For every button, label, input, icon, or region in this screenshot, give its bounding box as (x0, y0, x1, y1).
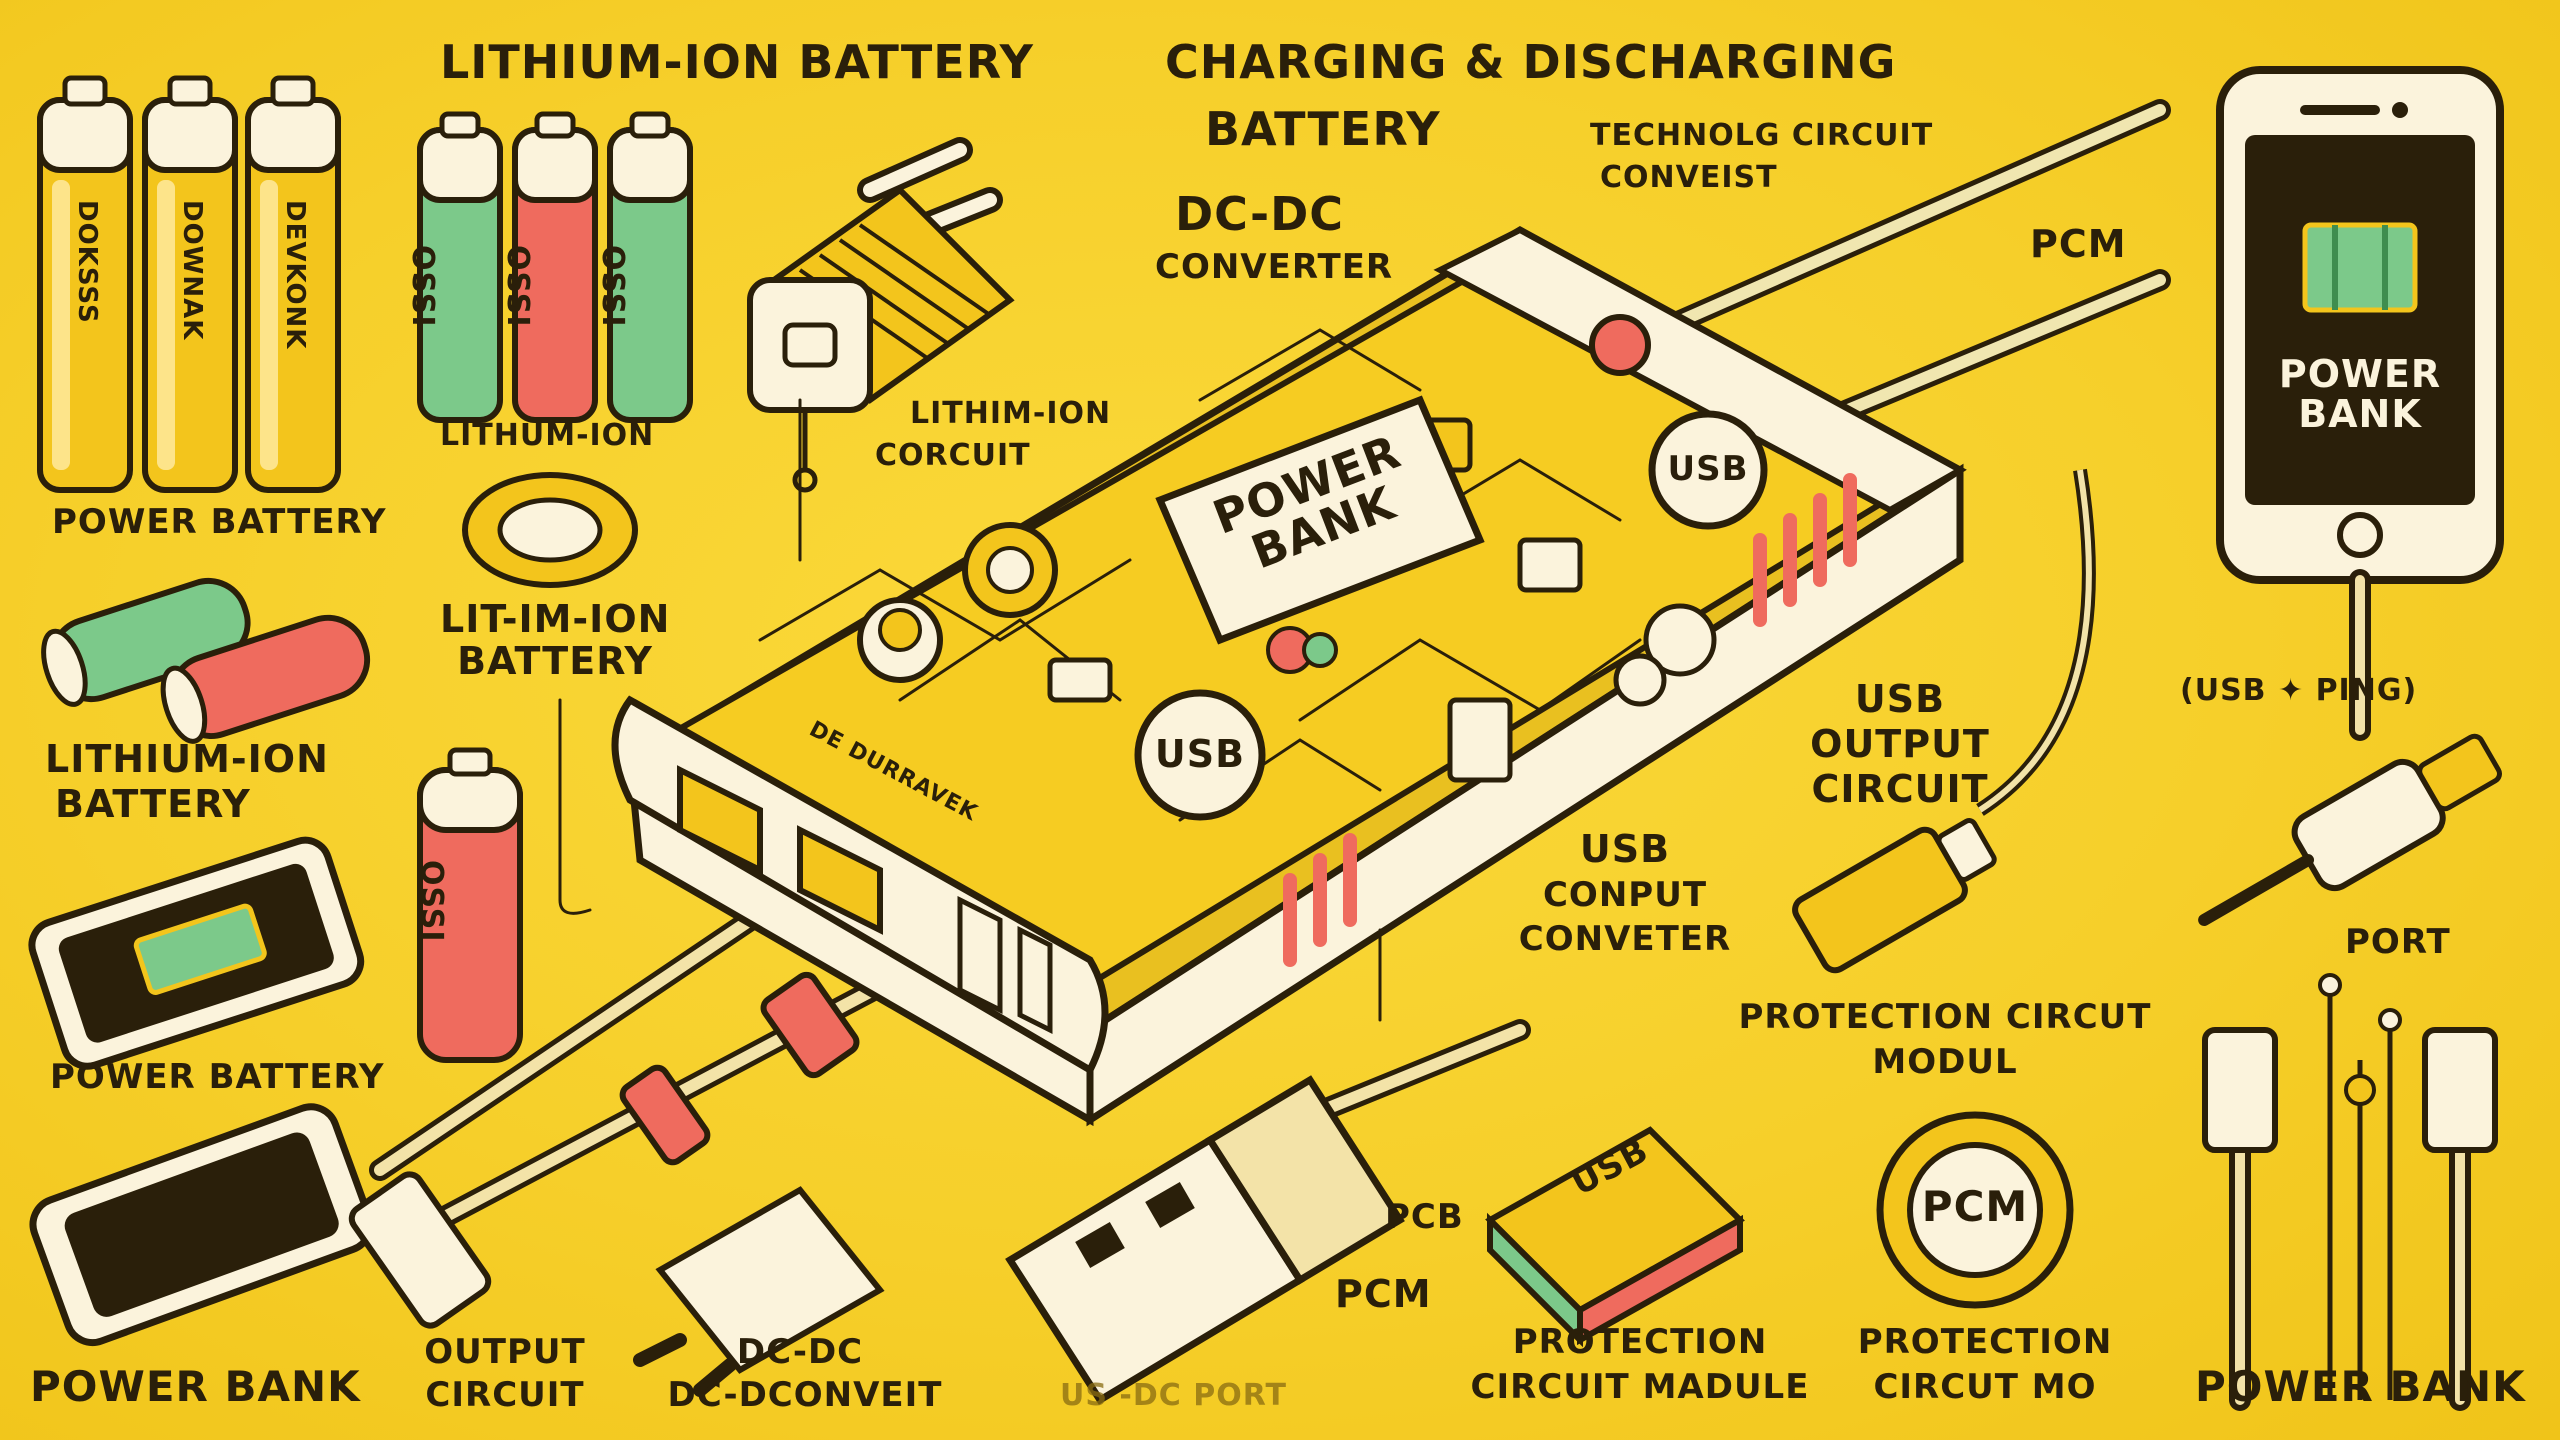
bottom-cable-plug (348, 971, 860, 1329)
label-pcm-bottom: PCM (1335, 1272, 1432, 1316)
label-output-mid: OUTPUT (1810, 722, 1990, 766)
yellow-battery-print-1: DOKSSS (72, 200, 102, 324)
label-protection-circut: PROTECTION CIRCUT (1738, 997, 2152, 1037)
phone-screen-line2: BANK (2298, 391, 2422, 436)
leader-lines (558, 398, 1382, 1022)
label-lithim-ion: LITHIM-ION (910, 396, 1112, 431)
label-output: OUTPUT (424, 1332, 586, 1372)
cable-top-right (1649, 99, 2171, 441)
label-corcuit: CORCUIT (875, 438, 1031, 473)
label-dc-dc: DC-DC (1175, 187, 1345, 241)
phone-screen-text: POWER BANK (2245, 352, 2475, 436)
coil-ring-icon (462, 472, 638, 588)
usb-cable-middle-right (1792, 468, 2096, 974)
green-cell-print-1: OSSI (405, 245, 440, 328)
dc-plug-icon (633, 1186, 885, 1397)
wall-charger-icon (747, 137, 1015, 493)
label-power-battery-bottom: POWER BATTERY (50, 1057, 385, 1097)
label-dc-dc-bottom: DC-DC (736, 1332, 864, 1372)
usb-a-plug-icon (1005, 1075, 1405, 1405)
label-output-circuit: CIRCUIT (425, 1375, 585, 1415)
label-conput: CONPUT (1542, 875, 1708, 915)
cylinder-batteries-icon (41, 577, 371, 744)
label-usb-conput: USB (1579, 827, 1671, 871)
yellow-battery-print-3: DEVKONK (280, 200, 310, 350)
label-circuit-mid: CIRCUIT (1811, 767, 1989, 811)
red-cell-large-print: OSSI (414, 860, 449, 943)
label-circut-mo: CIRCUT MO (1873, 1367, 2097, 1407)
label-power-battery-top: POWER BATTERY (52, 502, 387, 542)
power-bank-badge (1155, 395, 1485, 645)
yellow-battery-print-2: DOWNAK (177, 200, 207, 341)
label-circuit-madule: CIRCUIT MADULE (1470, 1367, 1810, 1407)
label-protection: PROTECTION (1512, 1322, 1768, 1362)
pcm-gear-text: PCM (1921, 1182, 2029, 1231)
label-technolg-circuit: TECHNOLG CIRCUIT (1590, 118, 1934, 153)
label-lithium-ion-left: LITHIUM-ION (45, 737, 329, 781)
usb-badge-top-text: USB (1667, 449, 1749, 489)
red-cell-print: OSSI (500, 245, 535, 328)
title-battery: BATTERY (1205, 102, 1441, 156)
colored-cells-group (417, 111, 693, 423)
pcm-gear-icon (1876, 1111, 2074, 1309)
label-modul: MODUL (1872, 1042, 2018, 1082)
label-pcm-top: PCM (2030, 222, 2127, 266)
label-pcb: PCB (1385, 1197, 1464, 1237)
power-bank-tablet-icon (28, 836, 365, 1070)
main-power-bank (611, 225, 1967, 1127)
usb-plug-right-icon (2198, 733, 2502, 926)
label-lithum-ion: LITHUM-ION (440, 418, 655, 453)
bottom-right-cables (2202, 973, 2498, 1411)
usb-badge-bottom-text: USB (1154, 732, 1246, 776)
usb-badge-bottom (1134, 689, 1266, 821)
green-cell-print-2: OSSI (595, 245, 630, 328)
label-protection-right: PROTECTION (1857, 1322, 2113, 1362)
label-litim-ion-battery: BATTERY (457, 639, 653, 683)
yellow-batteries-group (37, 75, 341, 493)
usb-chip-icon (1485, 1126, 1745, 1348)
label-convest: CONVEIST (1600, 160, 1778, 195)
label-power-bank-bottom-left: POWER BANK (30, 1362, 361, 1411)
label-power-bank-bottom-right: POWER BANK (2195, 1362, 2526, 1411)
label-dc-dconveit: DC-DCONVEIT (667, 1375, 943, 1415)
vents-red (1283, 473, 1857, 967)
label-conveter: CONVETER (1518, 919, 1732, 959)
usb-badge-top (1648, 410, 1768, 530)
phone-icon (2216, 66, 2504, 741)
label-lithium-ion-left-battery: BATTERY (55, 782, 251, 826)
label-us-dc-port: US -DC PORT (1060, 1378, 1287, 1413)
red-cell-icon (417, 747, 523, 1063)
label-usb-output: USB (1854, 677, 1946, 721)
phone-dark-icon (29, 1103, 374, 1347)
title-charging-discharging: CHARGING & DISCHARGING (1165, 35, 1897, 89)
title-lithium-ion-battery: LITHIUM-ION BATTERY (440, 35, 1034, 89)
label-litim-ion: LIT-IM-ION (440, 597, 671, 641)
label-converter: CONVERTER (1155, 247, 1394, 287)
label-usb-ping: (USB ✦ PING) (2180, 673, 2418, 708)
label-port: PORT (2345, 922, 2451, 962)
phone-screen-line1: POWER (2278, 352, 2442, 396)
